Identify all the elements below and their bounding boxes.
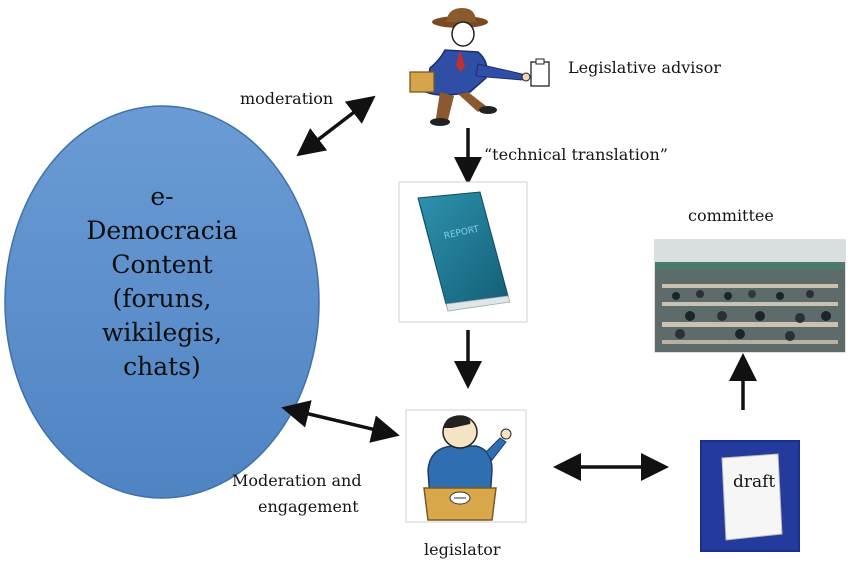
committee-label: committee xyxy=(688,206,774,225)
content-hub-ellipse xyxy=(4,105,320,499)
hub-line-4: (foruns, xyxy=(112,284,212,313)
committee-photo xyxy=(654,239,846,353)
legislative-advisor-icon xyxy=(409,8,550,126)
hub-line-2: Democracia xyxy=(86,216,238,245)
draft-paper-icon xyxy=(721,453,783,541)
hub-line-1: e- xyxy=(150,182,174,211)
arrow-hub-legislator xyxy=(281,400,400,443)
moderation-label: moderation xyxy=(240,89,334,108)
hub-line-3: Content xyxy=(111,250,213,279)
content-hub-label: e- Democracia Content (foruns, wikilegis… xyxy=(42,180,282,384)
legislator-label: legislator xyxy=(424,540,501,559)
draft-label: draft xyxy=(733,472,776,492)
moderation-engagement-label-line2: engagement xyxy=(258,497,359,516)
legislative-advisor-label: Legislative advisor xyxy=(568,58,721,77)
legislator-icon xyxy=(423,415,512,521)
technical-translation-label: “technical translation” xyxy=(484,145,668,164)
moderation-engagement-label-line1: Moderation and xyxy=(232,471,362,490)
hub-line-6: chats) xyxy=(123,352,201,381)
arrow-hub-advisor xyxy=(296,95,376,157)
report-book-icon: REPORT xyxy=(417,191,511,312)
hub-line-5: wikilegis, xyxy=(101,318,223,347)
